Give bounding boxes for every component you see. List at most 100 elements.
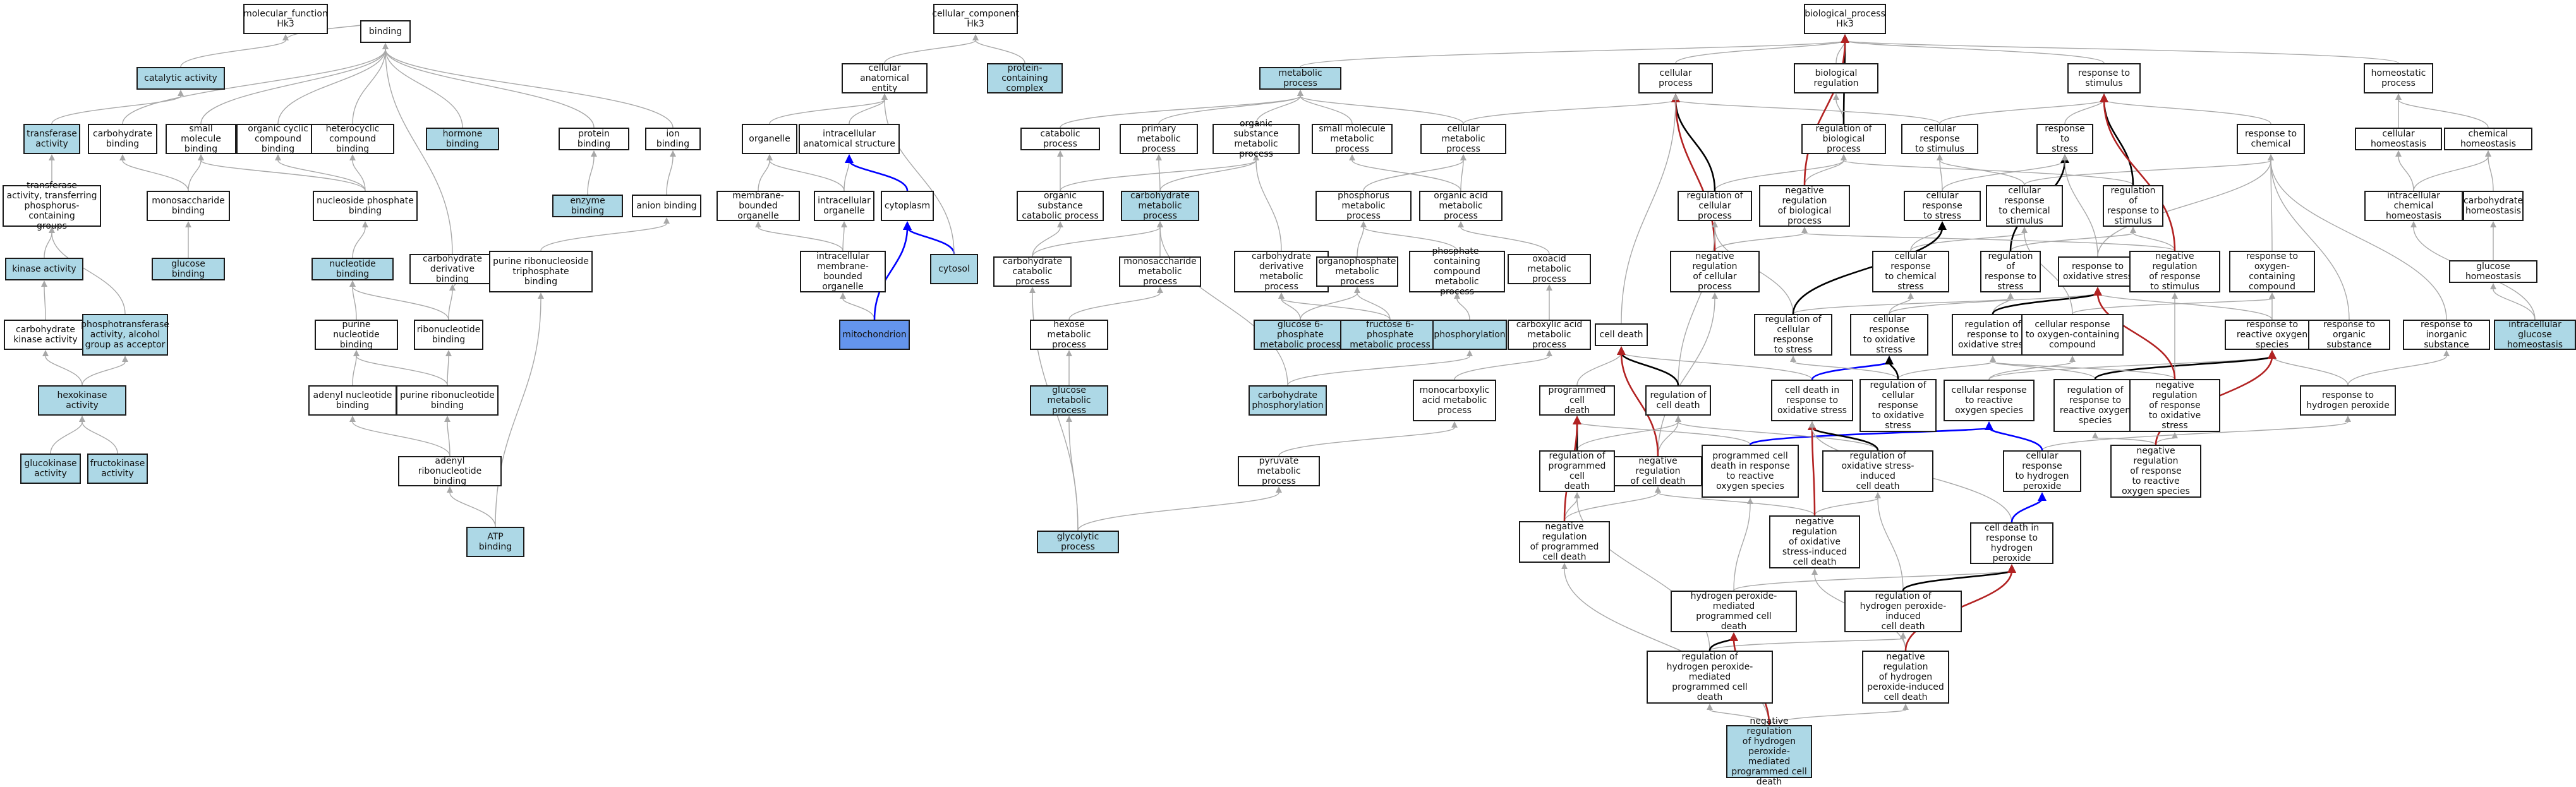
term-node-intrachemhomeo[interactable]: intracellular chemical homeostasis bbox=[2364, 191, 2463, 221]
term-node-phosmetab[interactable]: phosphorus metabolic process bbox=[1315, 191, 1412, 221]
term-node-carboxylic[interactable]: carboxylic acid metabolic process bbox=[1508, 320, 1591, 350]
term-node-glycolytic[interactable]: glycolytic process bbox=[1037, 531, 1119, 553]
term-node-carbphos[interactable]: carbohydrate phosphorylation bbox=[1249, 385, 1327, 416]
term-node-cc[interactable]: cellular_component Hk3 bbox=[932, 4, 1019, 34]
term-node-cellmetab[interactable]: cellular metabolic process bbox=[1420, 124, 1506, 154]
term-node-regpcd[interactable]: regulation of programmed cell death bbox=[1539, 450, 1615, 492]
term-node-negregh2o2cd[interactable]: negative regulation of hydrogen peroxide… bbox=[1862, 651, 1949, 704]
term-node-nucphosbind[interactable]: nucleoside phosphate binding bbox=[313, 191, 418, 221]
term-node-intraglucosehomeo[interactable]: intracellular glucose homeostasis bbox=[2494, 320, 2576, 350]
term-node-oxoacid[interactable]: oxoacid metabolic process bbox=[1508, 254, 1591, 284]
term-node-bioreg[interactable]: biological regulation bbox=[1794, 63, 1878, 93]
term-node-imbo[interactable]: intracellular membrane-bounded organelle bbox=[800, 251, 886, 292]
term-node-transP[interactable]: transferase activity, transferring phosp… bbox=[3, 181, 101, 231]
term-node-homeo[interactable]: homeostatic process bbox=[2364, 63, 2433, 93]
term-node-binding[interactable]: binding bbox=[360, 20, 411, 43]
term-node-hexokinase[interactable]: hexokinase activity bbox=[38, 385, 126, 416]
term-node-catabolic[interactable]: catabolic process bbox=[1020, 128, 1100, 150]
term-node-phoscontmetab[interactable]: phosphate-containing compound metabolic … bbox=[1409, 246, 1505, 297]
term-node-regcelldeath[interactable]: regulation of cell death bbox=[1645, 385, 1711, 416]
term-node-orgcyc[interactable]: organic cyclic compound binding bbox=[236, 124, 320, 154]
term-node-monosacmetab[interactable]: monosaccharide metabolic process bbox=[1119, 256, 1201, 287]
term-node-cellrespchem[interactable]: cellular response to chemical stimulus bbox=[1986, 185, 2063, 227]
term-node-regoxcd[interactable]: regulation of oxidative stress-induced c… bbox=[1822, 450, 1933, 492]
term-node-protcomplex[interactable]: protein-containing complex bbox=[987, 63, 1063, 93]
term-node-carbbind[interactable]: carbohydrate binding bbox=[88, 124, 157, 154]
term-node-glucbind[interactable]: glucose binding bbox=[152, 258, 225, 280]
term-node-mf[interactable]: molecular_function Hk3 bbox=[243, 4, 328, 34]
term-node-hormone[interactable]: hormone binding bbox=[426, 128, 499, 150]
term-node-negregcell[interactable]: negative regulation of cellular process bbox=[1670, 251, 1760, 292]
term-node-pcd[interactable]: programmed cell death bbox=[1539, 385, 1615, 416]
term-node-carbhomeo[interactable]: carbohydrate homeostasis bbox=[2463, 191, 2524, 221]
term-node-negregoxcd[interactable]: negative regulation of oxidative stress-… bbox=[1769, 515, 1860, 568]
term-node-protbind[interactable]: protein binding bbox=[559, 128, 629, 150]
term-node-anionbind[interactable]: anion binding bbox=[632, 195, 701, 217]
term-node-phosphotrans[interactable]: phosphotransferase activity, alcohol gro… bbox=[81, 314, 169, 356]
term-node-pyruvate[interactable]: pyruvate metabolic process bbox=[1238, 456, 1320, 486]
term-node-purribtri[interactable]: purine ribonucleoside triphosphate bindi… bbox=[489, 251, 593, 292]
term-node-respstress[interactable]: response to stress bbox=[2036, 124, 2093, 154]
term-node-cellrespstress[interactable]: cellular response to stress bbox=[1904, 191, 1981, 221]
term-node-cae[interactable]: cellular anatomical entity bbox=[842, 63, 928, 93]
term-node-respinorg[interactable]: response to inorganic substance bbox=[2403, 320, 2490, 350]
term-node-hexosemetab[interactable]: hexose metabolic process bbox=[1030, 320, 1108, 350]
term-node-phosphorylation[interactable]: phosphorylation bbox=[1432, 320, 1507, 350]
term-node-respchem[interactable]: response to chemical bbox=[2237, 124, 2305, 154]
term-node-intraorg[interactable]: intracellular organelle bbox=[814, 191, 874, 221]
term-node-respoxycont[interactable]: response to oxygen-containing compound bbox=[2229, 251, 2315, 292]
term-node-respoxstress[interactable]: response to oxidative stress bbox=[2058, 256, 2138, 287]
term-node-carbderiv[interactable]: carbohydrate derivative binding bbox=[409, 254, 495, 284]
term-node-enzyme[interactable]: enzyme binding bbox=[552, 195, 623, 217]
term-node-resporgsub[interactable]: response to organic substance bbox=[2308, 320, 2390, 350]
term-node-respstim[interactable]: response to stimulus bbox=[2067, 63, 2141, 93]
term-node-negregrespstim[interactable]: negative regulation of response to stimu… bbox=[2129, 251, 2220, 292]
term-node-cytoplasm[interactable]: cytoplasm bbox=[881, 191, 934, 221]
term-node-monocarbox[interactable]: monocarboxylic acid metabolic process bbox=[1413, 380, 1496, 421]
term-node-adenylribnuc[interactable]: adenyl ribonucleotide binding bbox=[398, 456, 502, 486]
term-node-mbo[interactable]: membrane-bounded organelle bbox=[717, 191, 800, 221]
term-node-orgacid[interactable]: organic acid metabolic process bbox=[1419, 191, 1503, 221]
term-node-smmetab[interactable]: small molecule metabolic process bbox=[1312, 124, 1393, 154]
term-node-glucokinase[interactable]: glucokinase activity bbox=[20, 454, 81, 484]
term-node-cellresph2o2[interactable]: cellular response to hydrogen peroxide bbox=[2003, 450, 2081, 492]
term-node-ionbind[interactable]: ion binding bbox=[645, 128, 701, 150]
term-node-monosacbind[interactable]: monosaccharide binding bbox=[147, 191, 230, 221]
term-node-celldeathox[interactable]: cell death in response to oxidative stre… bbox=[1771, 380, 1853, 421]
term-node-f6p[interactable]: fructose 6-phosphate metabolic process bbox=[1340, 320, 1440, 350]
term-node-carbderivmetab[interactable]: carbohydrate derivative metabolic proces… bbox=[1234, 251, 1329, 292]
term-node-regbio[interactable]: regulation of biological process bbox=[1801, 124, 1886, 154]
term-node-nucleotide[interactable]: nucleotide binding bbox=[311, 258, 394, 280]
term-node-glucosemetab[interactable]: glucose metabolic process bbox=[1030, 385, 1108, 416]
term-node-regcellrespstress[interactable]: regulation of cellular response to stres… bbox=[1754, 314, 1832, 356]
term-node-ias[interactable]: intracellular anatomical structure bbox=[799, 124, 900, 154]
term-node-negregrespox[interactable]: negative regulation of response to oxida… bbox=[2129, 379, 2220, 432]
term-node-negregresproxy[interactable]: negative regulation of response to react… bbox=[2110, 445, 2201, 498]
term-node-glucosehomeo[interactable]: glucose homeostasis bbox=[2449, 260, 2537, 283]
term-node-celldeathh2o2[interactable]: cell death in response to hydrogen perox… bbox=[1970, 522, 2053, 564]
term-node-celldeath[interactable]: cell death bbox=[1595, 323, 1648, 346]
term-node-regrespstress[interactable]: regulation of response to stress bbox=[1980, 251, 2041, 292]
term-node-carbmetab[interactable]: carbohydrate metabolic process bbox=[1121, 191, 1199, 221]
term-node-negregbio[interactable]: negative regulation of biological proces… bbox=[1759, 185, 1850, 227]
term-node-cellresproxy[interactable]: cellular response to reactive oxygen spe… bbox=[1944, 380, 2035, 421]
term-node-cellhomeo[interactable]: cellular homeostasis bbox=[2355, 128, 2442, 150]
term-node-resph2o2[interactable]: response to hydrogen peroxide bbox=[2300, 385, 2396, 416]
term-node-carbcat[interactable]: carbohydrate catabolic process bbox=[993, 256, 1072, 287]
term-node-purribnuc[interactable]: purine ribonucleotide binding bbox=[396, 385, 499, 416]
term-node-purnuc[interactable]: purine nucleotide binding bbox=[315, 320, 398, 350]
term-node-regh2o2cd[interactable]: regulation of hydrogen peroxide-induced … bbox=[1844, 591, 1962, 632]
term-node-cellrespstim[interactable]: cellular response to stimulus bbox=[1901, 124, 1978, 154]
term-node-regcell[interactable]: regulation of cellular process bbox=[1678, 191, 1752, 221]
term-node-metab[interactable]: metabolic process bbox=[1259, 67, 1341, 90]
term-node-regcellrespoxstress[interactable]: regulation of cellular response to oxida… bbox=[1859, 379, 1937, 432]
term-node-cellrespoxstress[interactable]: cellular response to oxidative stress bbox=[1850, 314, 1928, 356]
term-node-smbind[interactable]: small molecule binding bbox=[166, 124, 236, 154]
term-node-bp[interactable]: biological_process Hk3 bbox=[1804, 4, 1886, 34]
term-node-cellproc[interactable]: cellular process bbox=[1638, 63, 1713, 93]
term-node-atp[interactable]: ATP binding bbox=[466, 527, 524, 557]
term-node-orgphosmetab[interactable]: organophosphate metabolic process bbox=[1316, 256, 1398, 287]
term-node-regrespstim[interactable]: regulation of response to stimulus bbox=[2103, 185, 2163, 227]
term-node-kinase[interactable]: kinase activity bbox=[5, 258, 83, 280]
term-node-primmetab[interactable]: primary metabolic process bbox=[1120, 124, 1198, 154]
